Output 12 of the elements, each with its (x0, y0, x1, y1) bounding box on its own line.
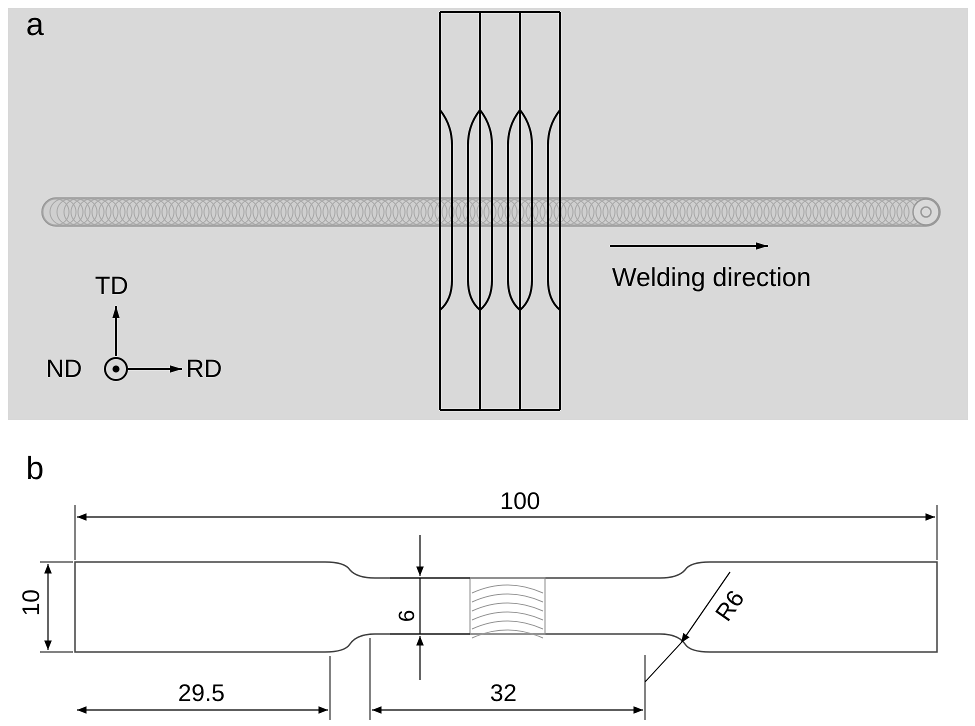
axis-label: ND (46, 357, 82, 382)
dimension-label: R6 (712, 586, 750, 626)
panel-label: b (26, 452, 44, 484)
dimension-label: 6 (396, 610, 418, 622)
panel-label: a (26, 8, 44, 40)
dimension-label: 32 (490, 682, 517, 706)
axis-label: RD (186, 357, 222, 382)
dimension-label: 10 (20, 589, 44, 616)
axis-label: TD (95, 274, 128, 299)
direction-label: Welding direction (612, 264, 811, 290)
dimension-label: 29.5 (178, 682, 225, 706)
dimension-label: 100 (500, 490, 540, 514)
